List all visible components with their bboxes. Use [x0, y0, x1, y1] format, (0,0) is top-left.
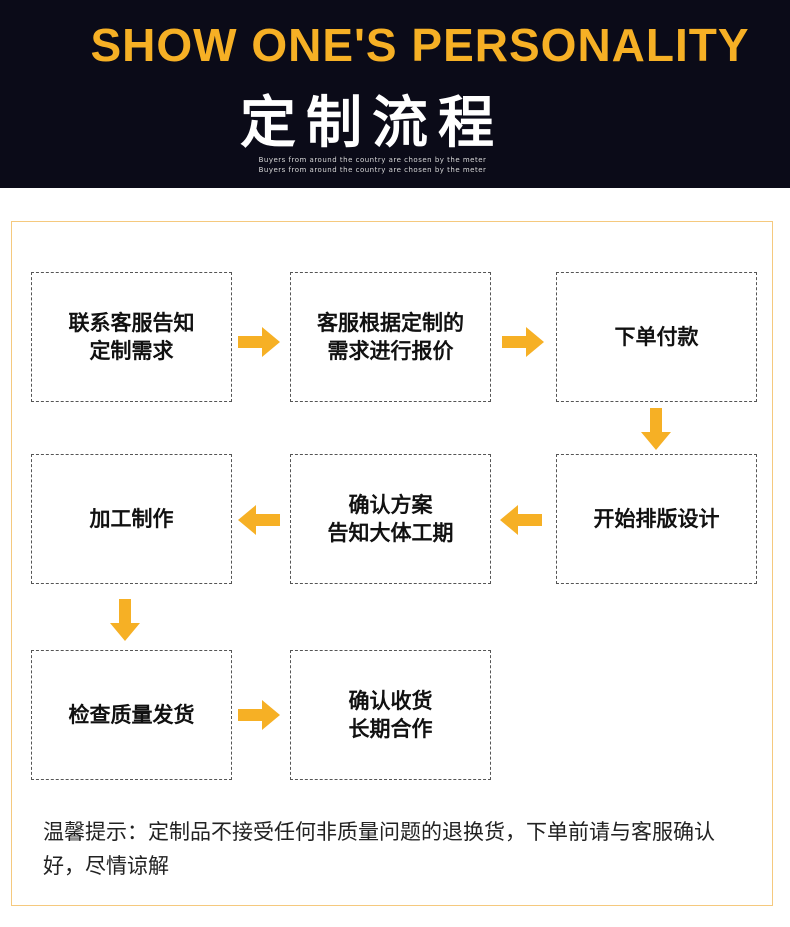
arrow-right-icon — [238, 327, 280, 357]
chinese-title: 定制流程 — [240, 91, 504, 156]
arrow-right-icon — [238, 700, 280, 730]
arrow-down-icon — [110, 599, 140, 641]
step-2: 客服根据定制的 需求进行报价 — [290, 272, 491, 402]
arrow-right-icon — [502, 327, 544, 357]
process-panel — [11, 221, 773, 906]
step-6: 加工制作 — [31, 454, 232, 584]
subtitle-line-1: Buyers from around the country are chose… — [258, 156, 487, 164]
step-8: 确认收货 长期合作 — [290, 650, 491, 780]
step-1: 联系客服告知 定制需求 — [31, 272, 232, 402]
arrow-left-icon — [238, 505, 280, 535]
header-banner: SHOW ONE'S PERSONALITY 定制流程 Buyers from … — [0, 0, 790, 188]
english-title: SHOW ONE'S PERSONALITY — [90, 19, 750, 71]
step-4: 开始排版设计 — [556, 454, 757, 584]
warm-tip-note: 温馨提示：定制品不接受任何非质量问题的退换货，下单前请与客服确认好，尽情谅解 — [43, 820, 715, 878]
step-7: 检查质量发货 — [31, 650, 232, 780]
arrow-left-icon — [500, 505, 542, 535]
step-3: 下单付款 — [556, 272, 757, 402]
step-5: 确认方案 告知大体工期 — [290, 454, 491, 584]
arrow-down-icon — [641, 408, 671, 450]
subtitle-line-2: Buyers from around the country are chose… — [258, 166, 487, 174]
